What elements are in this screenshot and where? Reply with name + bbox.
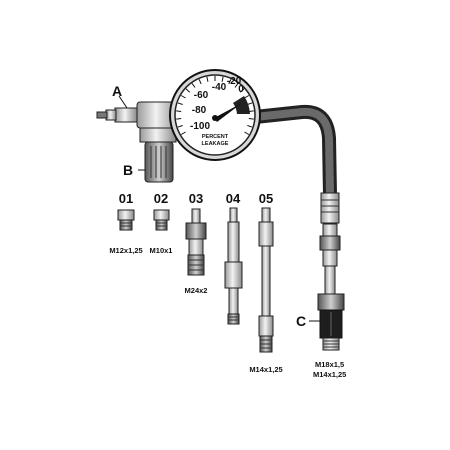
gauge-minor-tick [180,95,186,99]
gauge-minor-tick [177,125,183,128]
gauge-minor-tick [180,131,186,135]
gauge-minor-tick [177,102,183,105]
gauge-minor-tick [176,118,182,120]
callout-a-leader [118,95,128,109]
gauge-minor-tick [244,95,250,99]
callout-c-label: C [296,313,306,329]
adapter-01-thread: M12x1,25 [109,246,142,255]
adapter-05: 05 M14x1,25 [249,191,282,374]
adapter-03-thread: M24x2 [185,286,208,295]
callout-b-label: B [123,162,133,178]
gauge-minor-tick [198,79,202,85]
adapter-05-thread: M14x1,25 [249,365,282,374]
connector-c: C M18x1,5 M14x1,25 [296,293,346,379]
gauge-minor-tick [206,76,209,82]
gauge-brand-line-1: PERCENT [202,134,229,140]
adapter-02-thread: M10x1 [150,246,173,255]
pressure-gauge: 0 -20 -40 -60 -80 -100 PERCENT LEAKAGE [169,69,261,161]
inlet-fitting-a: A [96,83,138,123]
gauge-minor-tick [191,83,196,88]
gauge-tick-0: 0 [238,84,244,95]
adapter-03: 03 M24x2 [185,191,208,295]
gauge-minor-tick [244,131,250,135]
gauge-minor-tick [248,118,254,120]
gauge-tick-40: -40 [212,82,227,93]
adapter-04: 04 [224,191,243,325]
hose-coupler [319,192,341,295]
adapter-02-number: 02 [154,191,168,206]
adapter-03-number: 03 [189,191,203,206]
adapter-04-number: 04 [226,191,241,206]
gauge-minor-tick [247,125,253,128]
gauge-minor-tick [185,88,191,93]
gauge-tick-60: -60 [194,90,209,101]
gauge-tick-20: -20 [227,76,242,87]
callout-a-label: A [112,83,122,99]
adapter-05-number: 05 [259,191,273,206]
connector-c-thread-2: M14x1,25 [313,370,346,379]
adjust-knob-b: B [123,141,174,183]
hose [254,104,337,196]
gauge-red-zone [233,96,250,114]
gauge-minor-tick [247,102,253,105]
adapter-01: 01 M12x1,25 [109,191,142,255]
gauge-tick-80: -80 [192,105,207,116]
connector-c-thread-1: M18x1,5 [315,360,344,369]
gauge-minor-tick [176,110,182,112]
gauge-tick-100: -100 [190,121,210,132]
gauge-minor-tick [239,88,245,93]
adapter-01-number: 01 [119,191,133,206]
gauge-brand-line-2: LEAKAGE [202,141,229,147]
adapter-02: 02 M10x1 [150,191,173,255]
gauge-minor-tick [234,83,239,88]
gauge-minor-tick [228,79,232,85]
gauge-minor-tick [221,76,224,82]
gauge-needle [214,103,242,122]
